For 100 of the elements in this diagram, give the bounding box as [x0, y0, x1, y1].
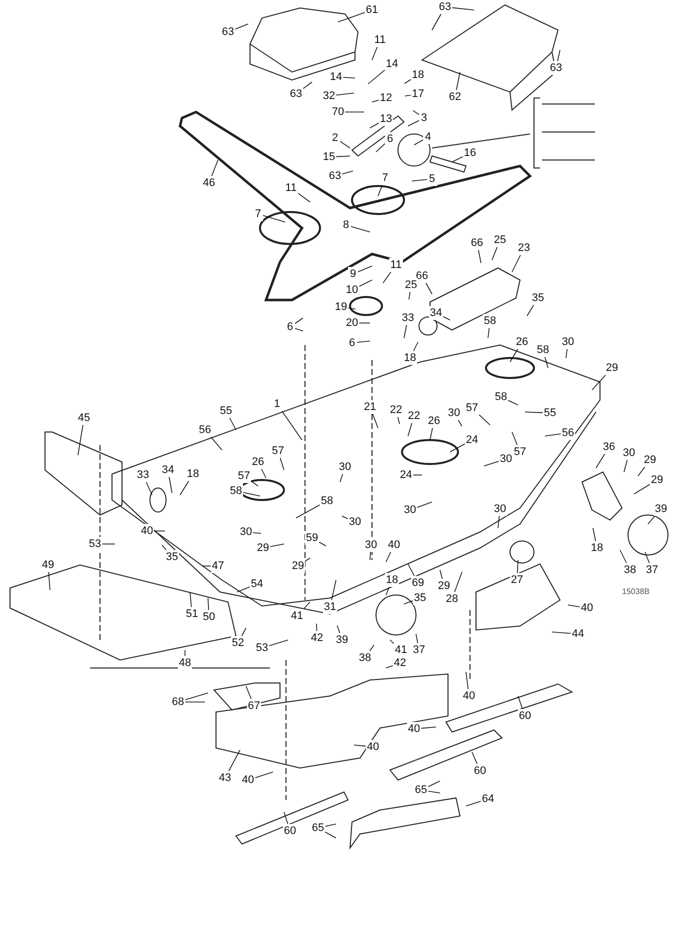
callout-number: 30	[364, 538, 378, 552]
leader-line	[592, 528, 596, 542]
leader-line	[428, 780, 440, 787]
leader-line	[229, 418, 236, 430]
leader-line	[508, 400, 518, 406]
leader-line	[592, 374, 606, 390]
callout-number: 30	[338, 460, 352, 474]
callout-number: 63	[438, 0, 452, 14]
callout-number: 47	[210, 559, 226, 573]
leader-line	[190, 592, 192, 608]
leader-line	[430, 428, 433, 440]
leader-line	[412, 179, 428, 182]
leader-line	[370, 122, 380, 128]
callout-number: 57	[236, 469, 252, 483]
callout-number: 29	[290, 559, 306, 573]
leader-line	[386, 552, 392, 562]
leader-line	[404, 94, 412, 96]
leader-line	[372, 100, 380, 102]
callout-number: 30	[622, 446, 636, 460]
callout-number: 34	[428, 306, 444, 320]
leader-line	[634, 484, 650, 494]
callout-number: 57	[270, 444, 286, 458]
leader-line	[336, 92, 354, 96]
callout-number: 25	[492, 233, 508, 247]
leader-line	[596, 454, 606, 468]
leader-line	[162, 544, 167, 550]
leader-line	[544, 356, 548, 368]
leader-line	[408, 422, 412, 436]
leader-line	[518, 696, 523, 710]
callout-number: 10	[344, 283, 360, 297]
leader-line	[358, 322, 370, 324]
leader-line	[350, 226, 370, 232]
callout-number: 30	[446, 406, 462, 420]
callout-number: 56	[198, 423, 212, 437]
leader-line	[78, 424, 84, 456]
leader-line	[358, 266, 372, 272]
leader-line	[458, 420, 462, 427]
leader-line	[228, 750, 240, 772]
callout-number: 6	[385, 132, 395, 146]
leader-line	[324, 824, 336, 827]
callout-number: 45	[76, 411, 92, 425]
callout-number: 22	[406, 409, 422, 423]
callout-number: 11	[372, 33, 388, 47]
callout-number: 53	[88, 537, 102, 551]
callout-number: 58	[536, 343, 550, 357]
leader-line	[452, 7, 474, 10]
leader-line	[404, 600, 414, 604]
leader-line	[254, 772, 274, 778]
leader-line	[356, 340, 370, 343]
leader-line	[414, 140, 424, 146]
leader-line	[342, 516, 348, 520]
leader-line	[48, 572, 50, 590]
leader-line	[184, 692, 208, 700]
leader-line	[517, 560, 518, 574]
leader-line	[270, 544, 284, 547]
leader-line	[404, 324, 407, 338]
leader-line	[211, 160, 218, 176]
leader-line	[340, 140, 350, 148]
leader-line	[478, 250, 482, 264]
callout-number: 7	[253, 207, 263, 221]
leader-line	[416, 634, 418, 644]
leader-line	[510, 348, 518, 362]
leader-line	[284, 812, 288, 824]
callout-number: 35	[412, 591, 428, 605]
leader-line	[316, 623, 318, 632]
leader-line	[413, 342, 418, 352]
leader-line	[638, 466, 646, 476]
leader-line	[246, 686, 252, 700]
leader-line	[208, 598, 209, 610]
leader-line	[261, 468, 266, 478]
leader-line	[168, 476, 172, 494]
leader-line	[440, 570, 443, 580]
leader-line	[336, 156, 350, 158]
leader-line	[408, 120, 420, 126]
leader-line	[302, 82, 312, 89]
leader-line	[544, 434, 562, 436]
leader-line	[236, 586, 250, 592]
leader-line	[242, 492, 260, 496]
leader-line	[454, 572, 462, 592]
leader-line	[294, 328, 304, 332]
callout-number: 11	[388, 258, 404, 272]
leader-line	[557, 50, 560, 62]
callout-number: 40	[386, 538, 402, 552]
leader-line	[372, 414, 378, 428]
leader-line	[452, 156, 464, 162]
leader-line	[397, 416, 400, 424]
leader-line	[648, 516, 656, 524]
callout-number: 48	[178, 656, 192, 670]
leader-line	[250, 480, 258, 486]
leader-line	[368, 70, 386, 84]
callout-number: 39	[654, 502, 668, 516]
leader-line	[432, 14, 442, 30]
leader-line	[428, 790, 440, 794]
leader-line	[472, 752, 478, 764]
leader-line	[408, 292, 410, 300]
leader-line	[241, 628, 246, 636]
leader-line	[416, 502, 432, 508]
leader-line	[331, 580, 336, 600]
leader-line	[412, 474, 422, 476]
leader-line	[282, 410, 302, 440]
